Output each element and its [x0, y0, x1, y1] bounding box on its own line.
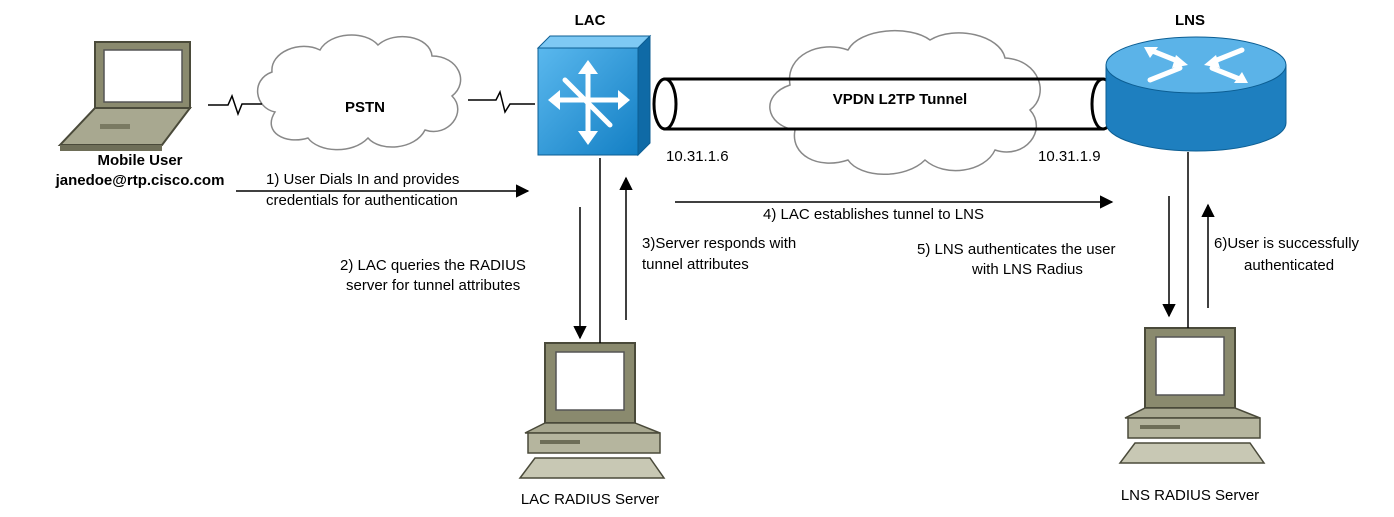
lac-label: LAC: [574, 12, 606, 29]
step-5-text: 5) LNS authenticates the user: [917, 241, 1116, 258]
dialup-link-user-pstn: [208, 93, 262, 117]
step-6-text-line2: authenticated: [1244, 257, 1335, 274]
lac-radius-server-icon: [518, 342, 666, 479]
step-1-text-line2: credentials for authentication: [266, 192, 458, 209]
laptop-icon: [57, 41, 193, 151]
step-3-text-line2: tunnel attributes: [642, 256, 749, 273]
lns-radius-server-icon: [1118, 327, 1266, 464]
step-4-text: 4) LAC establishes tunnel to LNS: [763, 206, 984, 223]
lns-ip-address: 10.31.1.9: [1038, 148, 1101, 165]
step-1-text: 1) User Dials In and provides: [266, 171, 460, 188]
dialup-link-pstn-lac: [468, 89, 535, 114]
step-3-text: 3)Server responds with: [642, 235, 797, 252]
router-icon: [1105, 36, 1287, 152]
mobile-user-id: janedoe@rtp.cisco.com: [55, 172, 225, 189]
step-6-text: 6)User is successfully: [1214, 235, 1360, 252]
tunnel-label: VPDN L2TP Tunnel: [832, 91, 968, 108]
pstn-label: PSTN: [344, 99, 385, 116]
step-2-text-line2: server for tunnel attributes: [346, 277, 521, 294]
lns-label: LNS: [1175, 12, 1205, 29]
multilayer-switch-icon: [536, 34, 652, 157]
tunnel-cloud-icon: [769, 30, 1041, 175]
pstn-cloud-icon: [256, 34, 462, 151]
lac-ip-address: 10.31.1.6: [666, 148, 729, 165]
step-5-text-line2: with LNS Radius: [972, 261, 1083, 278]
mobile-user-name: Mobile User: [97, 152, 183, 169]
lac-radius-server-label: LAC RADIUS Server: [520, 491, 660, 508]
step-2-text: 2) LAC queries the RADIUS: [340, 257, 526, 274]
lns-radius-server-label: LNS RADIUS Server: [1120, 487, 1260, 504]
